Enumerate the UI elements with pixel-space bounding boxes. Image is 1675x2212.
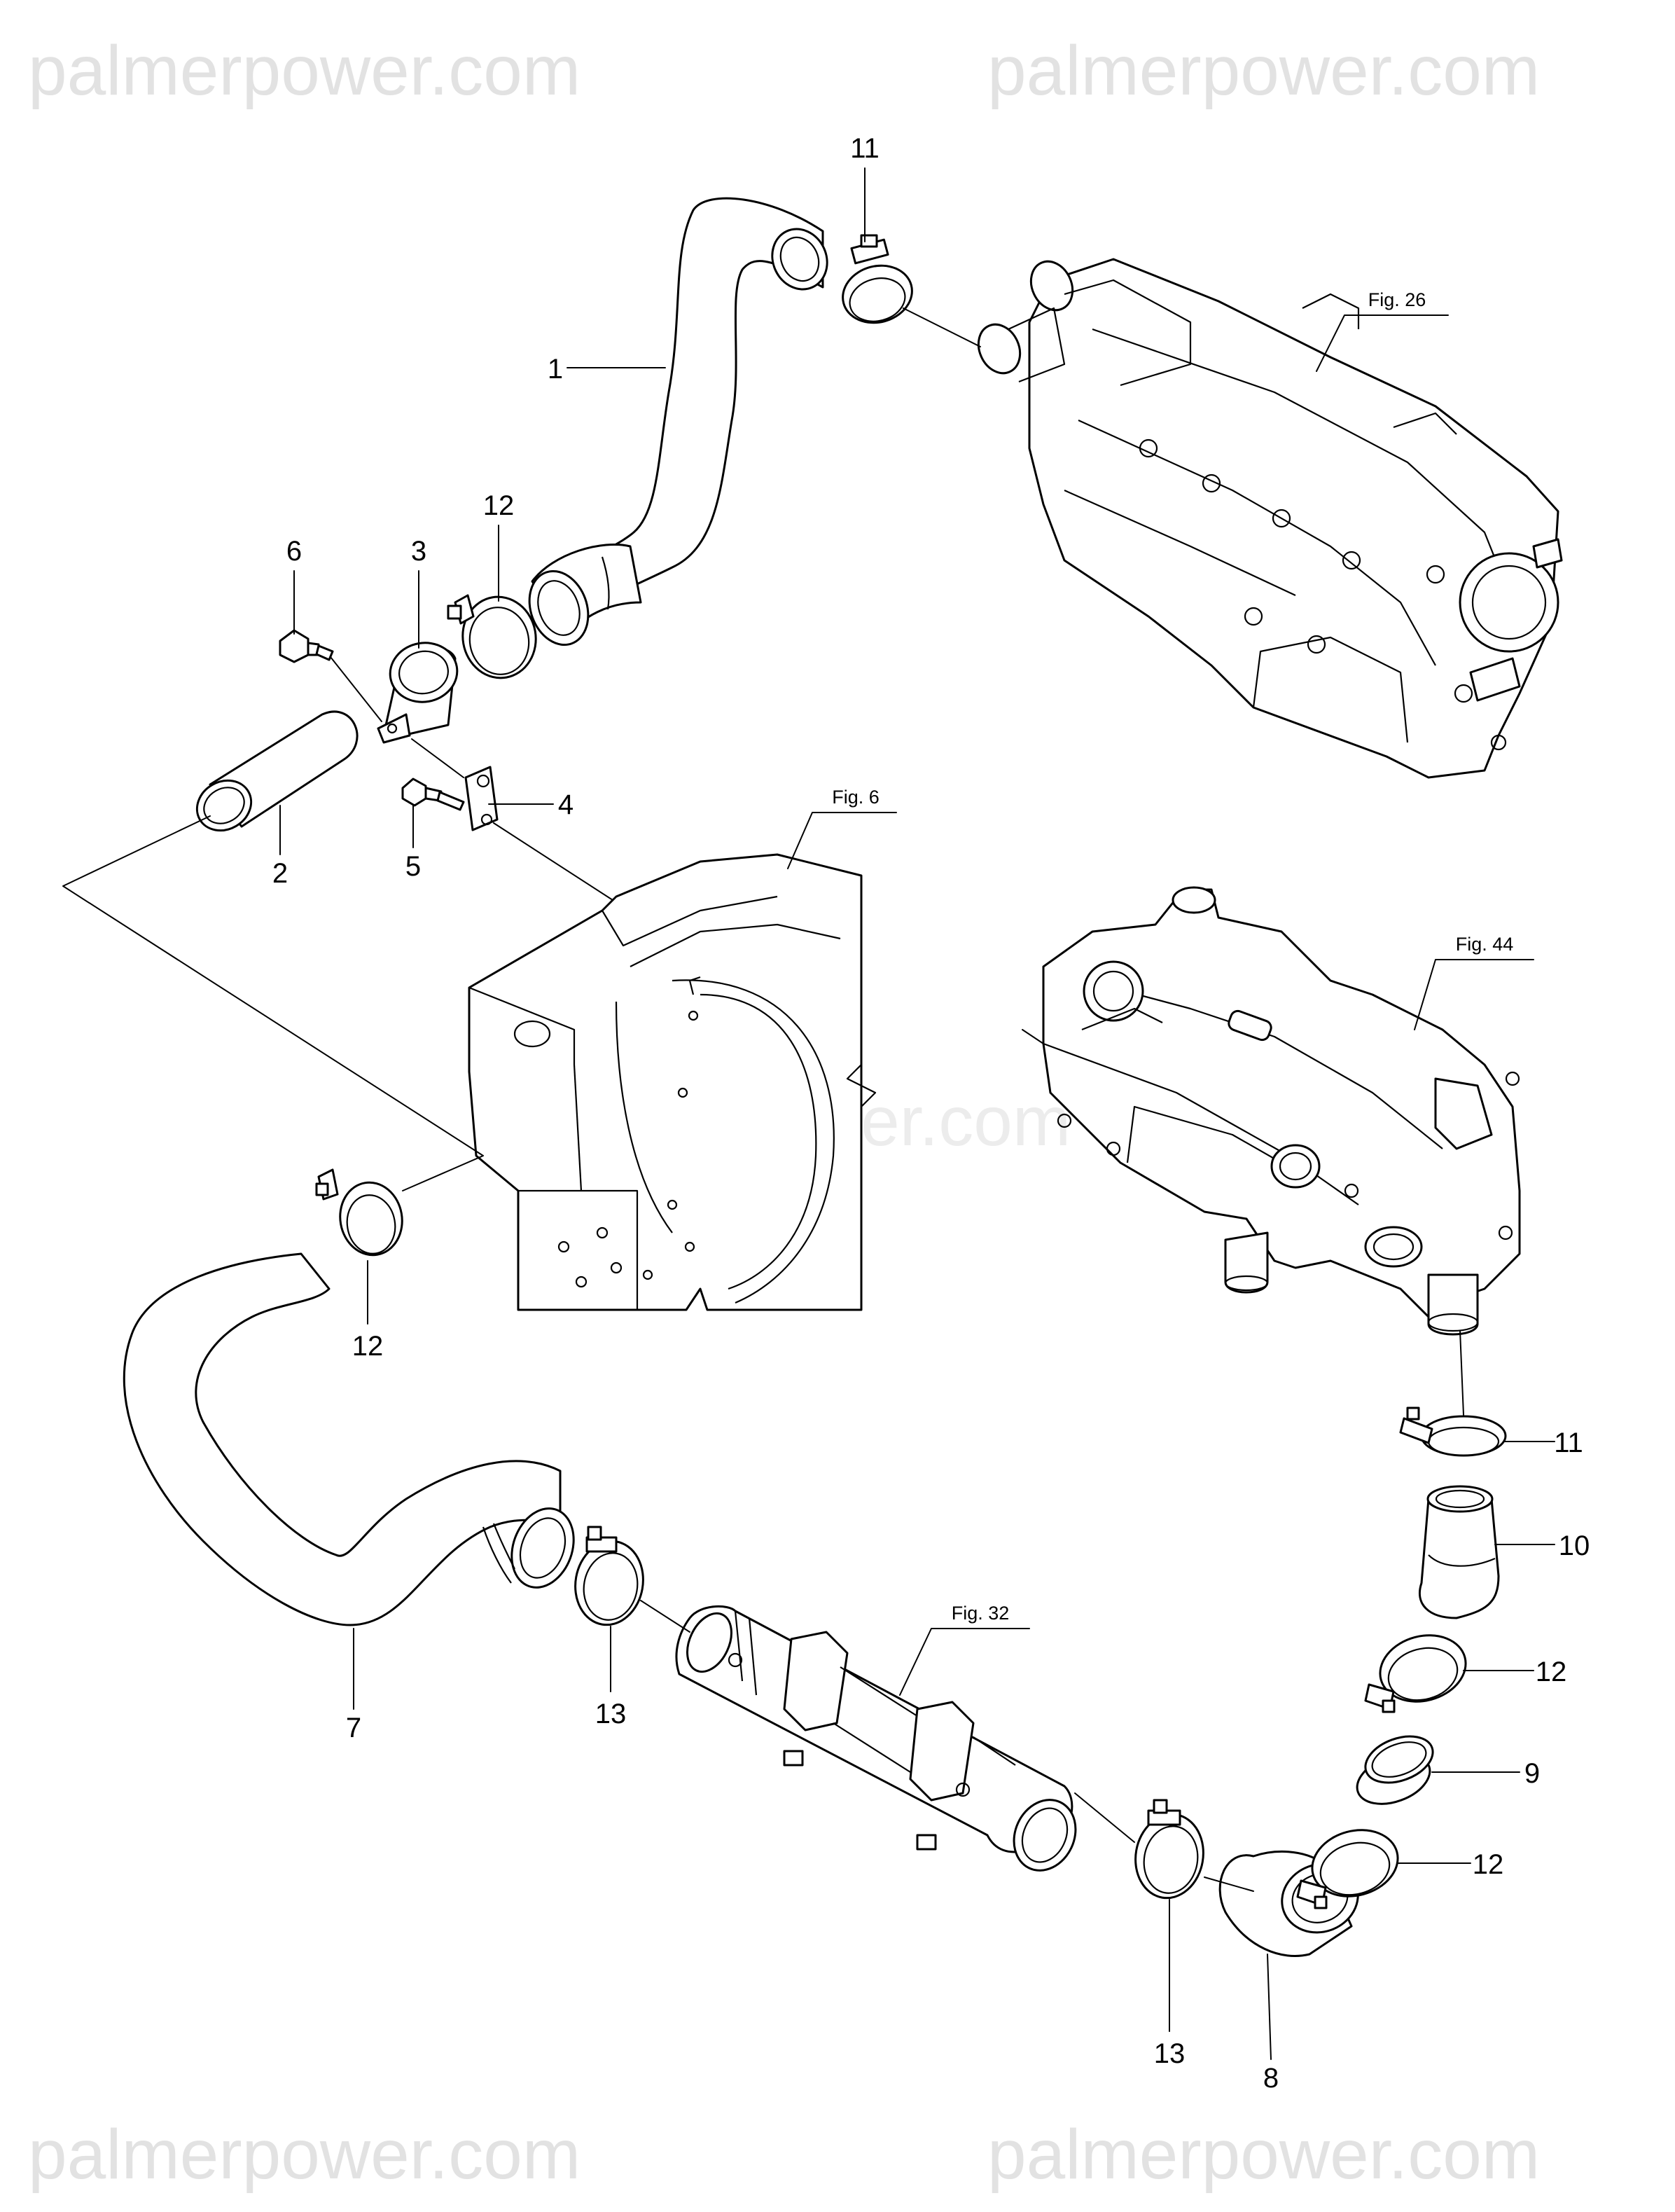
hose-clamp-part-12-upper (447, 594, 537, 679)
callout-5: 5 (405, 851, 421, 882)
hose-clamp-part-12-right-b (1296, 1829, 1399, 1909)
hose-clamp-part-12-right-a (1364, 1634, 1467, 1713)
hose-clamp-part-13-left (574, 1526, 644, 1626)
callout-1: 1 (548, 354, 563, 385)
hose-clamp-part-11-right (1399, 1406, 1507, 1457)
housing-fig-6 (468, 853, 877, 1311)
callout-8: 8 (1263, 2063, 1279, 2094)
bolt-part-5 (401, 777, 465, 811)
callout-numbers: 1 2 3 4 5 6 7 8 9 10 11 11 12 12 12 12 1… (272, 133, 1590, 2094)
watermark-top-right: palmerpower.com (987, 32, 1540, 110)
callout-13-left: 13 (595, 1699, 627, 1729)
callout-3: 3 (411, 536, 426, 567)
assembly-fig-44 (1022, 886, 1521, 1336)
fig-ref-6: Fig. 6 (832, 787, 880, 808)
callout-11-right: 11 (1554, 1428, 1583, 1458)
plate-part-4 (464, 766, 499, 831)
callout-12-mid: 12 (352, 1331, 384, 1362)
upper-hose-part-1 (528, 197, 828, 647)
lower-hose-part-7 (123, 1252, 575, 1626)
watermark-bottom-right: palmerpower.com (987, 2115, 1540, 2194)
cooler-fig-32 (675, 1605, 1077, 1872)
hose-clamp-part-13-right (1134, 1799, 1204, 1900)
callout-10: 10 (1559, 1530, 1590, 1561)
fig-ref-26: Fig. 26 (1368, 289, 1426, 310)
fig-ref-32: Fig. 32 (952, 1603, 1010, 1624)
callout-12-upper: 12 (483, 490, 515, 521)
assembly-fig-26 (977, 258, 1563, 779)
pipe-part-9 (1356, 1735, 1434, 1805)
callout-6: 6 (286, 536, 302, 567)
callout-12-right-a: 12 (1536, 1657, 1567, 1687)
leader-lines (62, 167, 1555, 2060)
pipe-part-2 (195, 710, 359, 832)
fig-ref-44: Fig. 44 (1456, 934, 1514, 955)
callout-11-top: 11 (850, 133, 880, 164)
callout-13-right: 13 (1154, 2038, 1186, 2069)
callout-7: 7 (346, 1713, 361, 1743)
callout-9: 9 (1524, 1758, 1540, 1789)
watermark-bottom-left: palmerpower.com (28, 2115, 581, 2194)
watermark-top-left: palmerpower.com (28, 32, 581, 110)
hose-part-10 (1419, 1485, 1500, 1619)
figure-references: Fig. 26 Fig. 6 Fig. 44 Fig. 32 (832, 289, 1513, 1624)
bolt-part-6 (279, 629, 334, 663)
bracket-part-3 (377, 642, 459, 744)
hose-clamp-part-12-mid (315, 1168, 403, 1257)
callout-12-right-b: 12 (1473, 1849, 1504, 1880)
callout-4: 4 (558, 789, 574, 820)
hose-clamp-part-11-top (842, 234, 913, 324)
callout-2: 2 (272, 858, 288, 889)
